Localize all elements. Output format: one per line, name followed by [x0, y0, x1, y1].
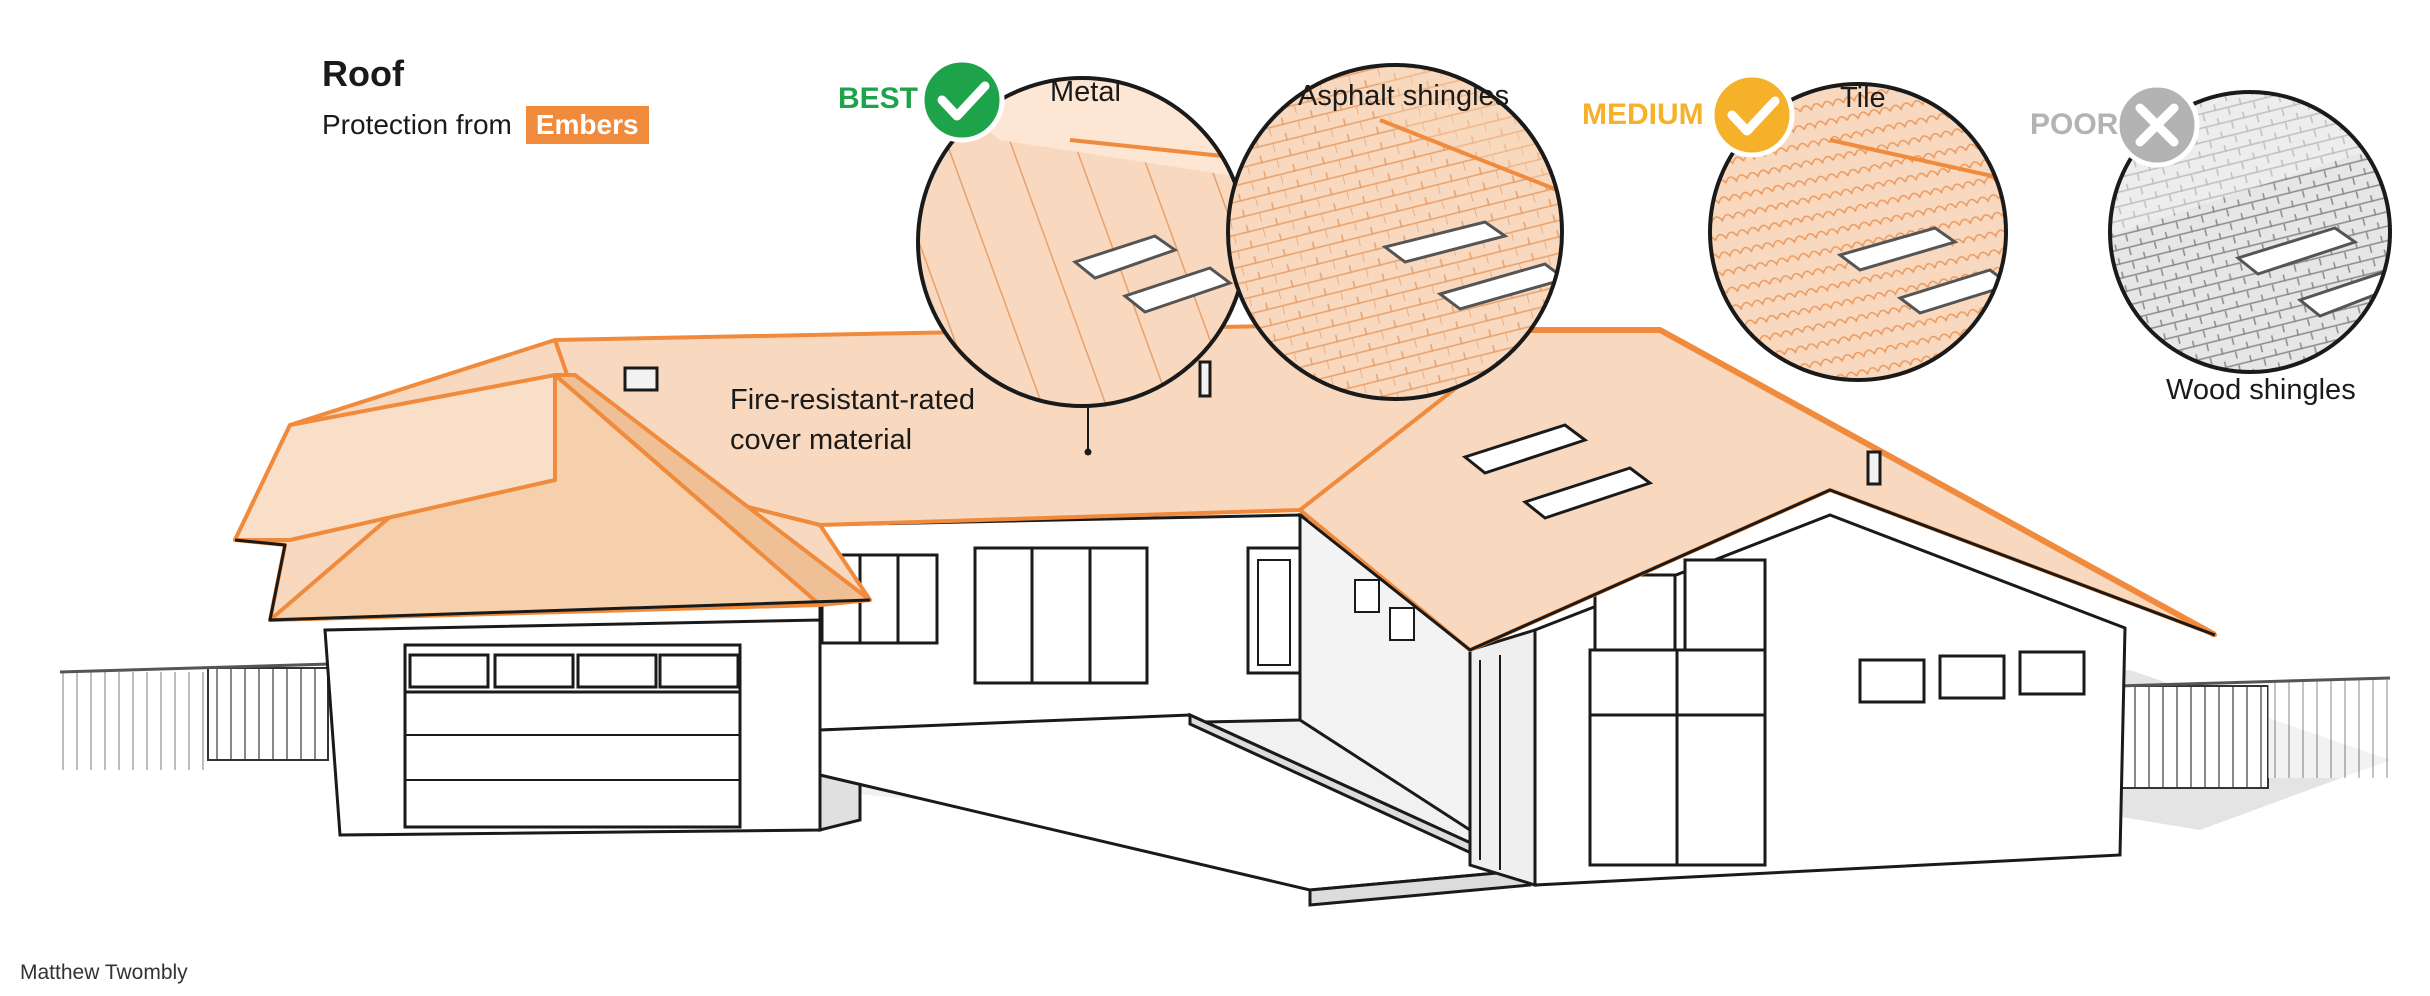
roof — [233, 323, 2217, 652]
callout-text: Fire-resistant-rated cover material — [730, 380, 975, 460]
callout-dot — [1084, 448, 1092, 456]
rating-medium: MEDIUM — [1582, 98, 1704, 131]
credit: Matthew Twombly — [20, 961, 188, 984]
right-fence — [2117, 676, 2391, 789]
label-wood: Wood shingles — [2166, 374, 2356, 406]
page-title: Roof — [322, 53, 404, 94]
middle-walls — [818, 512, 1472, 833]
label-asphalt: Asphalt shingles — [1298, 80, 1510, 112]
embers-tag: Embers — [525, 106, 649, 144]
right-wing — [1468, 513, 2127, 888]
asphalt-circle — [1226, 63, 1564, 401]
rating-best: BEST — [838, 82, 919, 115]
subtitle-text: Protection from — [322, 109, 512, 140]
walkway — [818, 712, 1536, 907]
left-fence — [59, 662, 331, 770]
callout-line-2: cover material — [730, 424, 913, 456]
check-icon — [919, 57, 1005, 143]
callout-line-1: Fire-resistant-rated — [730, 384, 975, 416]
garage — [323, 618, 862, 837]
subtitle: Protection from Embers — [322, 106, 649, 144]
label-metal: Metal — [1050, 76, 1121, 108]
check-icon — [1709, 72, 1795, 158]
rating-poor: POOR — [2030, 108, 2119, 141]
roof-skylights — [623, 360, 1882, 520]
label-tile: Tile — [1840, 82, 1886, 114]
x-icon — [2114, 82, 2200, 168]
